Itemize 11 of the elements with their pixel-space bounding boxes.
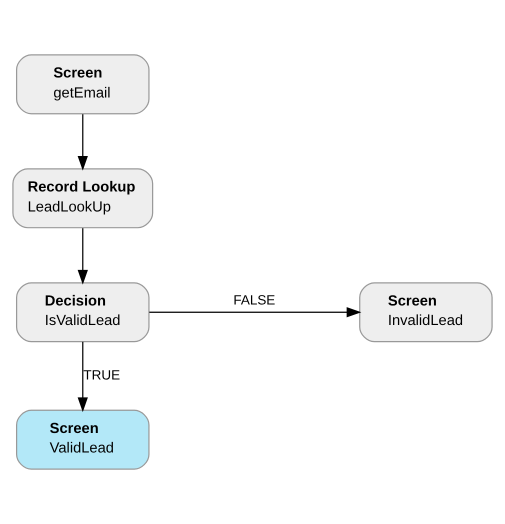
arrow <box>78 114 88 171</box>
node-box: Record Lookup LeadLookUp <box>12 168 154 228</box>
arrow <box>78 228 88 285</box>
edge-label: FALSE <box>233 292 276 308</box>
node-box: Screen ValidLead <box>16 410 150 470</box>
node-box: Screen InvalidLead <box>359 282 493 342</box>
node-box: Decision IsValidLead <box>16 282 150 342</box>
node-box: Screen getEmail <box>16 54 150 114</box>
arrow <box>78 342 88 412</box>
arrow <box>149 307 362 318</box>
edge-label: TRUE <box>83 367 120 382</box>
